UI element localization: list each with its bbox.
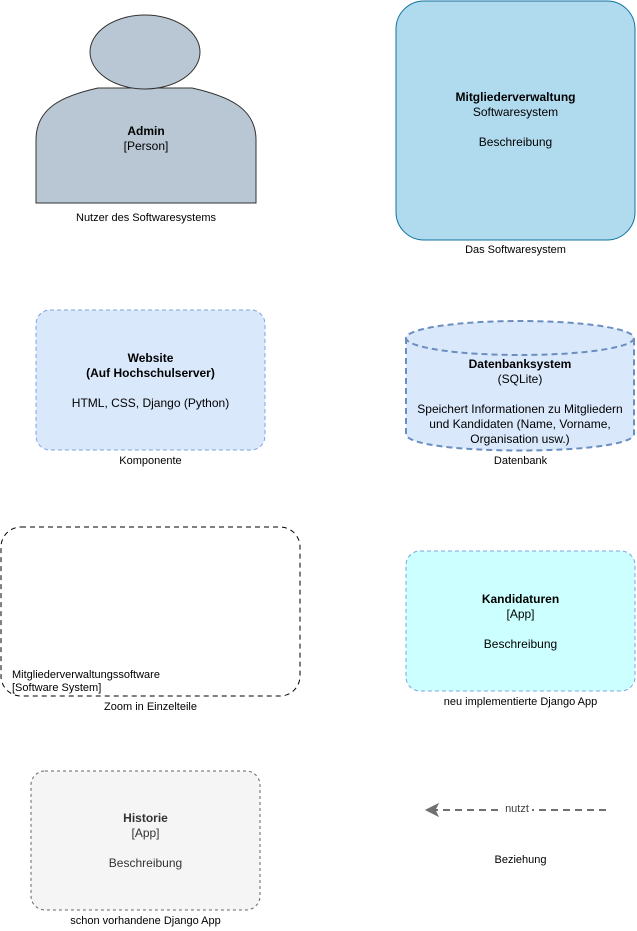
boundary-box[interactable]	[0, 526, 301, 697]
new-app-text: Kandidaturen [App] Beschreibung	[406, 592, 635, 652]
person-title: Admin	[127, 124, 165, 138]
existing-app-box[interactable]	[30, 770, 261, 911]
component-box[interactable]	[35, 309, 266, 451]
existing-app-caption: schon vorhandene Django App	[70, 915, 221, 927]
relationship-caption: Beziehung	[494, 854, 547, 866]
component-caption: Komponente	[119, 455, 182, 467]
relationship-label: nutzt	[505, 803, 529, 815]
database-cylinder[interactable]	[405, 320, 635, 452]
database-description-1: Speichert Informationen zu Mitgliedern	[417, 402, 623, 416]
boundary-text: Mitgliederverwaltungssoftware [Software …	[12, 669, 160, 695]
database-caption: Datenbank	[493, 455, 548, 467]
software-system-description: Beschreibung	[478, 135, 553, 149]
person-type: [Person]	[123, 139, 169, 153]
person-head	[89, 14, 201, 90]
relationship-label-bg	[502, 802, 532, 818]
component-title: Website	[127, 351, 174, 365]
software-system-text: Mitgliederverwaltung Softwaresystem Besc…	[396, 90, 635, 150]
database-top	[405, 320, 635, 356]
new-app-type: [App]	[506, 607, 535, 621]
new-app-caption: neu implementierte Django App	[443, 696, 598, 708]
database-title: Datenbanksystem	[468, 357, 572, 371]
software-system-subtitle: Softwaresystem	[472, 105, 559, 119]
new-app-description: Beschreibung	[483, 637, 558, 651]
software-system-caption: Das Softwaresystem	[465, 244, 566, 256]
database-description-2: und Kandidaten (Name, Vorname,	[429, 417, 611, 431]
existing-app-type: [App]	[131, 826, 160, 840]
person-text: Admin [Person]	[36, 124, 256, 154]
relationship-arrow[interactable]	[424, 802, 606, 818]
software-system-box[interactable]	[395, 0, 636, 241]
person-shape[interactable]	[35, 14, 257, 204]
arrowhead-icon	[424, 802, 440, 818]
existing-app-text: Historie [App] Beschreibung	[31, 811, 260, 871]
existing-app-description: Beschreibung	[108, 856, 183, 870]
existing-app-title: Historie	[123, 811, 168, 825]
new-app-box[interactable]	[405, 550, 636, 692]
person-body	[35, 87, 257, 204]
new-app-title: Kandidaturen	[481, 592, 560, 606]
person-caption: Nutzer des Softwaresystems	[76, 212, 216, 224]
boundary-type: [Software System]	[12, 682, 102, 694]
software-system-title: Mitgliederverwaltung	[455, 90, 576, 104]
boundary-name: Mitgliederverwaltungssoftware	[12, 669, 160, 681]
database-type: (SQLite)	[497, 372, 543, 386]
database-description-3: Organisation usw.)	[470, 432, 570, 446]
component-title-2: (Auf Hochschulserver)	[86, 366, 215, 380]
component-technology: HTML, CSS, Django (Python)	[71, 396, 230, 410]
boundary-caption: Zoom in Einzelteile	[104, 701, 197, 713]
database-text: Datenbanksystem (SQLite) Speichert Infor…	[404, 357, 636, 447]
component-text: Website (Auf Hochschulserver) HTML, CSS,…	[36, 351, 265, 411]
database-body	[405, 338, 635, 452]
